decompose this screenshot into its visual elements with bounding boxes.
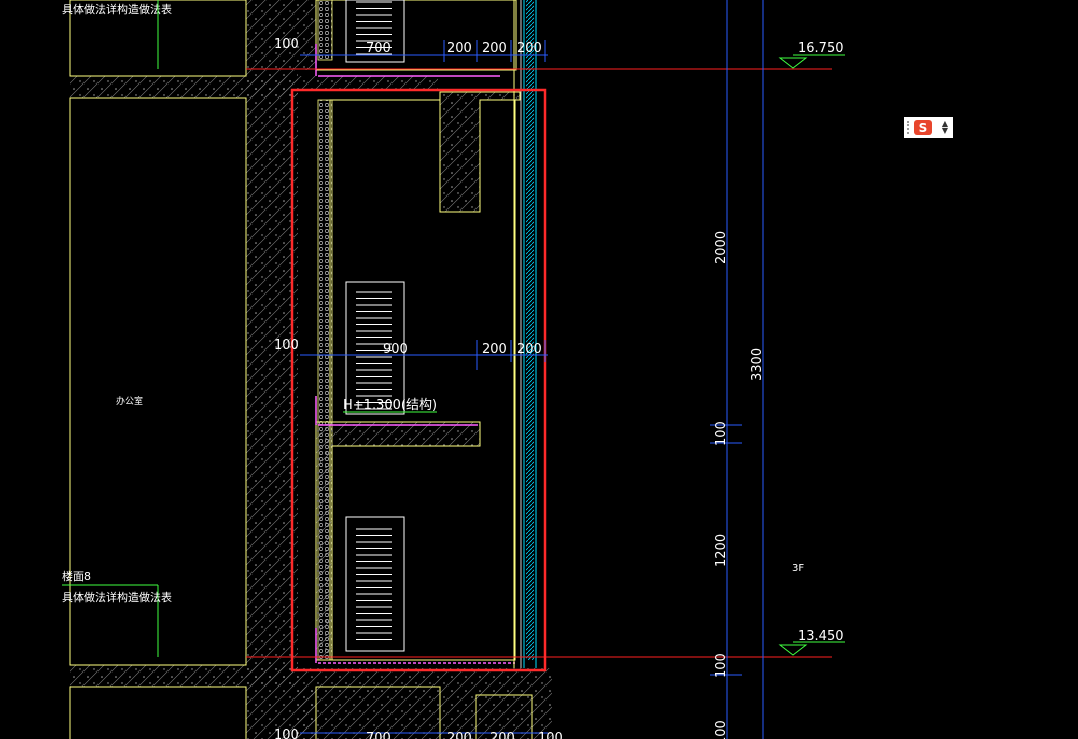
sogou-ime-icon[interactable]: S [914,120,932,135]
room-upper-left [69,0,247,77]
slab-lower [70,665,298,687]
dim-bot-1: 100 [274,728,299,739]
room-lower-middle [315,686,441,739]
dim-v-100a: 100 [714,421,729,446]
dim-top-3: 200 [447,41,472,56]
dim-mid-1: 100 [274,338,299,353]
dim-top-1: 100 [274,37,299,52]
insulation-strip-top [317,0,333,61]
ime-toolbar[interactable]: S ▲▼ [904,117,953,138]
floor-tag: 3F [792,563,804,574]
slab-lower-right [298,668,552,739]
dim-bot-2: 700 [366,731,391,739]
dropdown-arrows-icon[interactable]: ▲▼ [941,119,948,135]
dim-top-2: 700 [366,41,391,56]
room-lower-left [69,686,247,739]
grid-lines [300,0,764,739]
elevation-marker-lower: 13.450 [778,629,845,656]
dim-mid-4: 200 [517,342,542,357]
ledge-slab [315,421,481,661]
dim-mid-2: 900 [383,342,408,357]
dim-top-4: 200 [482,41,507,56]
louver-units [345,0,405,652]
dim-v-2000: 2000 [714,231,729,264]
concrete-structure [70,0,552,739]
dim-top-5: 200 [517,41,542,56]
floor-code: 楼面8 [62,569,91,583]
highlight-box [290,88,547,672]
dim-bot-5: 100 [538,731,563,739]
louver-unit-middle [345,281,405,415]
main-wall [246,0,298,739]
wall-stub-top [298,0,316,70]
level-lines [246,68,832,658]
louver-unit-top [345,0,405,63]
elevation-lower-label: 13.450 [798,629,844,644]
floor-note: 具体做法详构造做法表 [62,590,172,604]
level-annotation: H+1.300(结构) [343,398,437,413]
cavity-outline [329,99,516,661]
dimension-texts-bottom: 100 700 200 200 100 [274,728,563,739]
room-name: 办公室 [116,395,143,407]
annotation-labels: 具体做法详构造做法表 办公室 楼面8 具体做法详构造做法表 H+1.300(结构… [62,0,804,657]
top-note: 具体做法详构造做法表 [62,2,172,16]
louver-unit-bottom [345,516,405,652]
wall-stub-bottom [298,687,316,739]
room-upper-middle [315,0,517,71]
dimension-texts-vertical: 2000 100 1200 100 3300 100 [714,231,765,739]
slab-upper [70,76,298,98]
dimension-texts-top: 100 700 200 200 200 [274,37,542,56]
dim-v-3300: 3300 [750,348,765,381]
glass-pane [526,0,534,660]
elevation-marker-upper: 16.750 [778,41,845,69]
dim-bot-4: 200 [490,731,515,739]
room-office [69,97,247,666]
dim-bot-3: 200 [447,731,472,739]
room-outlines [69,0,533,739]
drag-handle-icon[interactable] [907,121,911,134]
dim-v-1200: 1200 [714,534,729,567]
dim-mid-3: 200 [482,342,507,357]
room-lower-right [475,694,533,739]
dimension-texts-mid: 100 900 200 200 [274,338,542,357]
dim-v-100b: 100 [714,653,729,678]
slab-upper-right [298,76,438,90]
curtain-wall [513,0,537,668]
louver-slats [356,1,392,640]
dim-v-100c: 100 [714,720,729,739]
elevation-upper-label: 16.750 [798,41,844,56]
